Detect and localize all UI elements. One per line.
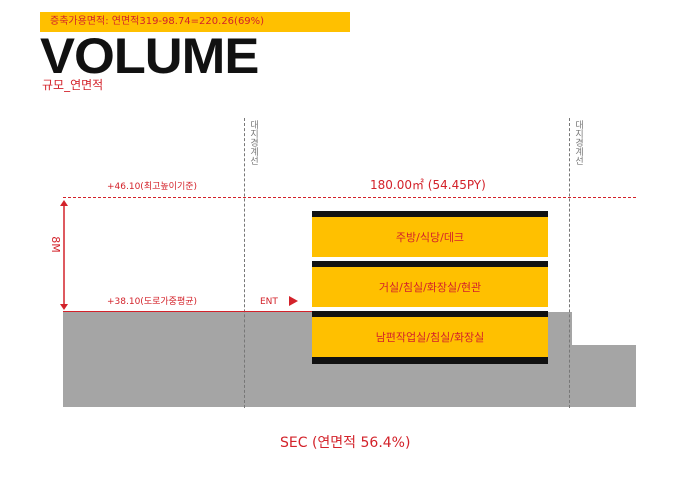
page-title: VOLUME <box>40 28 259 84</box>
info-banner <box>40 12 350 32</box>
height-limit-line <box>63 197 636 198</box>
floor-area-label: 180.00㎡ (54.45PY) <box>370 178 486 192</box>
entrance-arrow-icon <box>289 296 298 306</box>
floor-2-label: 거실/침실/화장실/현관 <box>378 281 482 294</box>
section-caption: SEC (연면적 56.4%) <box>280 435 411 451</box>
height-dimension <box>60 200 68 310</box>
floor-3-label: 주방/식당/데크 <box>395 231 465 244</box>
entrance-label: ENT <box>260 297 278 307</box>
ground-level-label: +38.10(도로가중평균) <box>107 297 198 307</box>
site-boundary-line-left <box>244 118 245 408</box>
floor-1-label: 남편작업실/침실/화장실 <box>375 331 485 344</box>
floor-1: 남편작업실/침실/화장실 <box>312 311 548 357</box>
top-level-label: +46.10(최고높이기준) <box>107 182 198 192</box>
height-dimension-label: 8M <box>48 236 62 253</box>
ground-level-line <box>63 311 313 312</box>
site-boundary-label-right: 대지경계선 <box>573 120 583 165</box>
ground-mass-right <box>570 345 636 407</box>
site-boundary-line-right <box>569 118 570 408</box>
building-base-slab <box>312 357 548 364</box>
floor-2: 거실/침실/화장실/현관 <box>312 261 548 307</box>
page-subtitle: 규모_연면적 <box>42 78 104 92</box>
banner-text: 증축가용면적: 연면적319-98.74=220.26(69%) <box>50 16 265 27</box>
site-boundary-label-left: 대지경계선 <box>248 120 258 165</box>
floor-3: 주방/식당/데크 <box>312 211 548 257</box>
